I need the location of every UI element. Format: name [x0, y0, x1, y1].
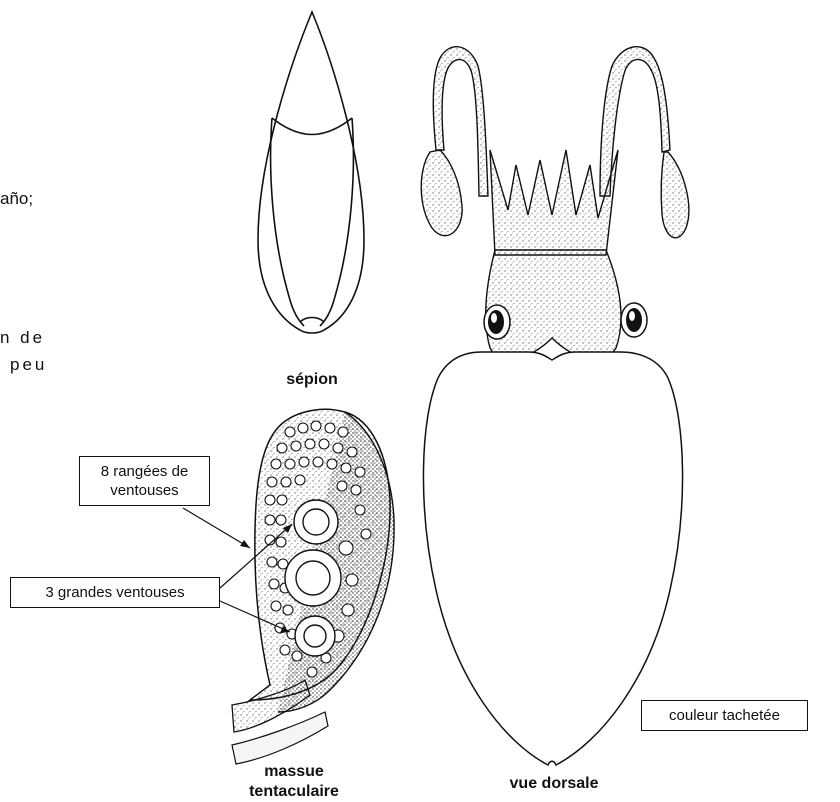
tentacular-club-caption: massue tentaculaire — [232, 762, 356, 802]
sepion-drawing — [258, 12, 364, 333]
tentacular-club-drawing — [232, 409, 394, 764]
eight-rows-suckers-label: 8 rangées de ventouses — [79, 456, 210, 506]
tentacular-club-caption-line2: tentaculaire — [232, 782, 356, 802]
spotted-color-label: couleur tachetée — [641, 700, 808, 731]
eight-rows-line1: 8 rangées de — [80, 462, 209, 481]
three-large-suckers-label: 3 grandes ventouses — [10, 577, 220, 608]
cuttlefish-dorsal-drawing — [421, 47, 689, 765]
tentacular-club-caption-line1: massue — [232, 762, 356, 782]
sepion-caption: sépion — [262, 370, 362, 390]
dorsal-view-caption: vue dorsale — [494, 774, 614, 794]
eight-rows-line2: ventouses — [80, 481, 209, 500]
